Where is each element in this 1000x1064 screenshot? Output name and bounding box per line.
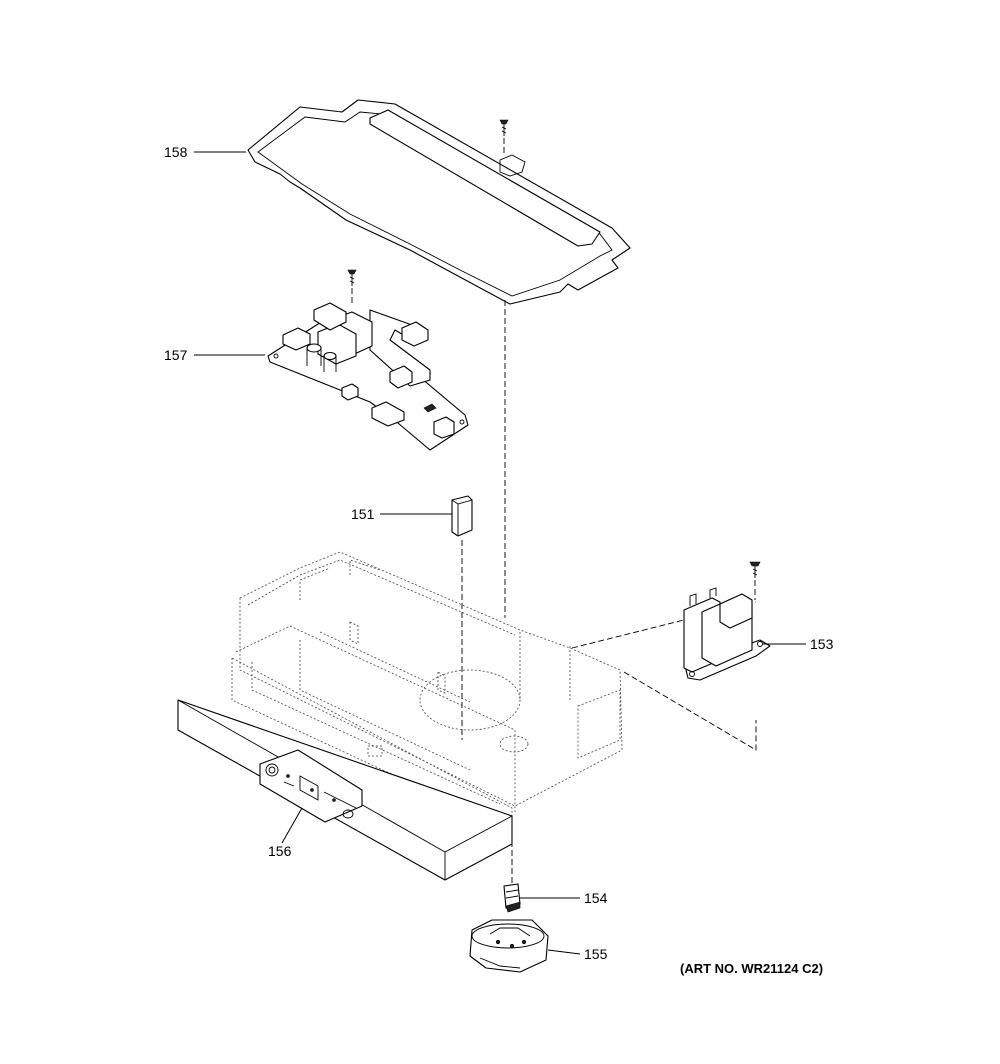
callout-153: 153 bbox=[810, 636, 834, 652]
callout-156: 156 bbox=[268, 843, 292, 859]
housing-phantom bbox=[231, 551, 623, 831]
screw-158-icon bbox=[499, 119, 509, 155]
callout-155: 155 bbox=[584, 946, 608, 962]
art-number: (ART NO. WR21124 C2) bbox=[680, 961, 823, 976]
callout-157: 157 bbox=[164, 347, 188, 363]
screw-153-icon bbox=[749, 561, 761, 600]
part-154-connector bbox=[503, 883, 521, 913]
part-156-panel bbox=[177, 699, 513, 881]
callout-151: 151 bbox=[351, 506, 375, 522]
leader-lines bbox=[194, 151, 806, 955]
screw-157-icon bbox=[347, 269, 357, 306]
part-158-cover bbox=[247, 99, 631, 305]
part-151-block bbox=[451, 495, 473, 740]
part-157-board bbox=[267, 302, 469, 451]
callout-158: 158 bbox=[164, 144, 188, 160]
callout-154: 154 bbox=[584, 890, 608, 906]
part-153-transformer bbox=[683, 587, 771, 681]
part-155-cap bbox=[469, 919, 549, 973]
